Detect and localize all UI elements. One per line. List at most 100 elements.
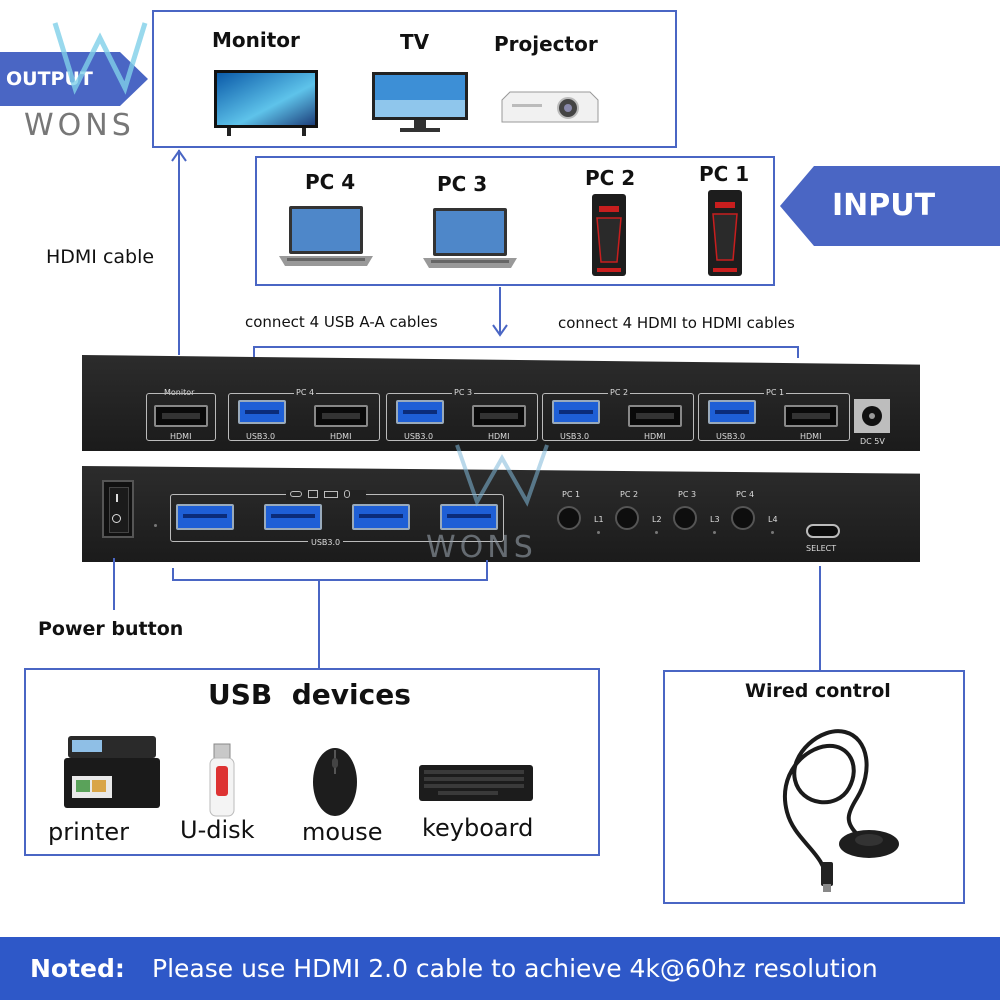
rear-bracket-right — [797, 346, 799, 358]
rear-group-pc2-title: PC 2 — [608, 388, 631, 397]
front-btn-pc2-label: PC 2 — [620, 490, 639, 499]
pc4-switch-button[interactable] — [731, 506, 755, 530]
front-usb-port-4[interactable] — [440, 504, 498, 530]
printer-icon — [64, 736, 160, 808]
rear-pc2-usb-label: USB3.0 — [560, 432, 590, 441]
usb-device-label-keyboard: keyboard — [422, 814, 534, 842]
input-label-pc3: PC 3 — [437, 172, 488, 196]
power-led — [154, 524, 157, 527]
front-usb-port-2[interactable] — [264, 504, 322, 530]
input-down-arrowhead-icon — [492, 324, 508, 337]
input-down-line — [499, 287, 501, 335]
power-switch[interactable] — [102, 480, 134, 538]
rear-monitor-hdmi-label: HDMI — [170, 432, 192, 441]
pc1-switch-button[interactable] — [557, 506, 581, 530]
output-box: Monitor TV Projector — [152, 10, 677, 148]
pc2-switch-button[interactable] — [615, 506, 639, 530]
watermark-logo-icon — [52, 22, 148, 95]
input-tag-arrow-shape — [780, 166, 1000, 246]
dc-power-label: DC 5V — [860, 437, 885, 446]
front-usb-port-1[interactable] — [176, 504, 234, 530]
rear-pc4-usb-label: USB3.0 — [246, 432, 276, 441]
dc-power-port[interactable] — [854, 399, 890, 433]
wired-control-title: Wired control — [745, 680, 891, 702]
watermark-center-logo-icon — [455, 444, 549, 507]
wired-control-line — [819, 566, 821, 670]
rear-pc4-hdmi-port[interactable] — [314, 405, 368, 427]
laptop-icon — [423, 208, 517, 268]
led-l3 — [713, 531, 716, 534]
usb-devices-box: USB devices printer U-disk mouse keyboar… — [24, 668, 600, 856]
rear-monitor-hdmi-port[interactable] — [154, 405, 208, 427]
usb-device-type-icons — [286, 490, 366, 500]
front-led-l2-label: L2 — [652, 515, 662, 524]
keyboard-icon — [419, 765, 533, 801]
rear-pc1-hdmi-port[interactable] — [784, 405, 838, 427]
usb-device-label-printer: printer — [48, 818, 130, 846]
desktop-tower-icon — [708, 190, 742, 276]
rear-pc4-hdmi-label: HDMI — [330, 432, 352, 441]
hdmi-cable-line — [178, 150, 180, 355]
pc3-switch-button[interactable] — [673, 506, 697, 530]
rear-panel: Monitor HDMI PC 4 USB3.0 HDMI PC 3 USB3.… — [82, 355, 920, 451]
input-label-pc1: PC 1 — [699, 162, 750, 186]
rear-bracket-left — [253, 346, 255, 358]
led-l2 — [655, 531, 658, 534]
note-prefix: Noted: — [30, 954, 125, 983]
rear-group-pc1-title: PC 1 — [764, 388, 787, 397]
watermark-center-text: WONS — [426, 530, 537, 565]
desktop-tower-icon — [592, 194, 626, 276]
input-box: PC 4 PC 3 PC 2 PC 1 — [255, 156, 775, 286]
front-btn-pc1-label: PC 1 — [562, 490, 581, 499]
front-btn-pc3-label: PC 3 — [678, 490, 697, 499]
hdmi-cables-label: connect 4 HDMI to HDMI cables — [558, 314, 795, 332]
usb-drive-icon — [209, 743, 235, 817]
rear-group-pc3-title: PC 3 — [452, 388, 475, 397]
projector-icon — [501, 91, 599, 123]
rear-pc2-hdmi-port[interactable] — [628, 405, 682, 427]
input-tag-text: INPUT — [832, 188, 936, 223]
mouse-icon — [313, 748, 357, 816]
usb-devices-title: USB devices — [208, 678, 411, 711]
power-button-label: Power button — [38, 618, 184, 640]
usb-device-label-udisk: U-disk — [180, 816, 255, 844]
rear-pc2-hdmi-label: HDMI — [644, 432, 666, 441]
front-usb-port-3[interactable] — [352, 504, 410, 530]
front-btn-pc4-label: PC 4 — [736, 490, 755, 499]
note-text: Please use HDMI 2.0 cable to achieve 4k@… — [152, 954, 878, 983]
usb-devices-line — [318, 580, 320, 668]
input-label-pc2: PC 2 — [585, 166, 636, 190]
power-line — [113, 558, 115, 610]
rear-pc4-usb-port[interactable] — [238, 400, 286, 424]
rear-pc3-hdmi-port[interactable] — [472, 405, 526, 427]
input-tag: INPUT — [780, 166, 1000, 246]
hdmi-cable-label: HDMI cable — [46, 246, 155, 268]
rear-monitor-label: Monitor — [164, 388, 195, 397]
wired-remote-icon — [783, 729, 899, 892]
select-port-label: SELECT — [806, 544, 837, 553]
hdmi-cable-arrowhead-icon — [171, 149, 187, 162]
watermark-text: WONS — [24, 108, 135, 143]
note-banner: Noted: Please use HDMI 2.0 cable to achi… — [0, 937, 1000, 1000]
input-label-pc4: PC 4 — [305, 170, 356, 194]
usb-bracket-left — [172, 568, 174, 580]
monitor-icon — [214, 70, 318, 136]
wired-control-box: Wired control — [663, 670, 965, 904]
output-label-projector: Projector — [494, 32, 598, 56]
output-label-tv: TV — [400, 30, 430, 54]
usb-cables-label: connect 4 USB A-A cables — [245, 313, 438, 331]
led-l1 — [597, 531, 600, 534]
usb-bracket-bottom — [172, 579, 488, 581]
rear-pc2-usb-port[interactable] — [552, 400, 600, 424]
output-label-monitor: Monitor — [212, 28, 300, 52]
usb-device-label-mouse: mouse — [302, 818, 383, 846]
tv-icon — [372, 72, 468, 132]
rear-pc3-usb-label: USB3.0 — [404, 432, 434, 441]
rear-pc3-usb-port[interactable] — [396, 400, 444, 424]
rear-pc1-hdmi-label: HDMI — [800, 432, 822, 441]
rear-group-pc4-title: PC 4 — [294, 388, 317, 397]
rear-pc1-usb-port[interactable] — [708, 400, 756, 424]
front-led-l3-label: L3 — [710, 515, 720, 524]
rear-pc1-usb-label: USB3.0 — [716, 432, 746, 441]
select-port[interactable] — [806, 524, 840, 538]
